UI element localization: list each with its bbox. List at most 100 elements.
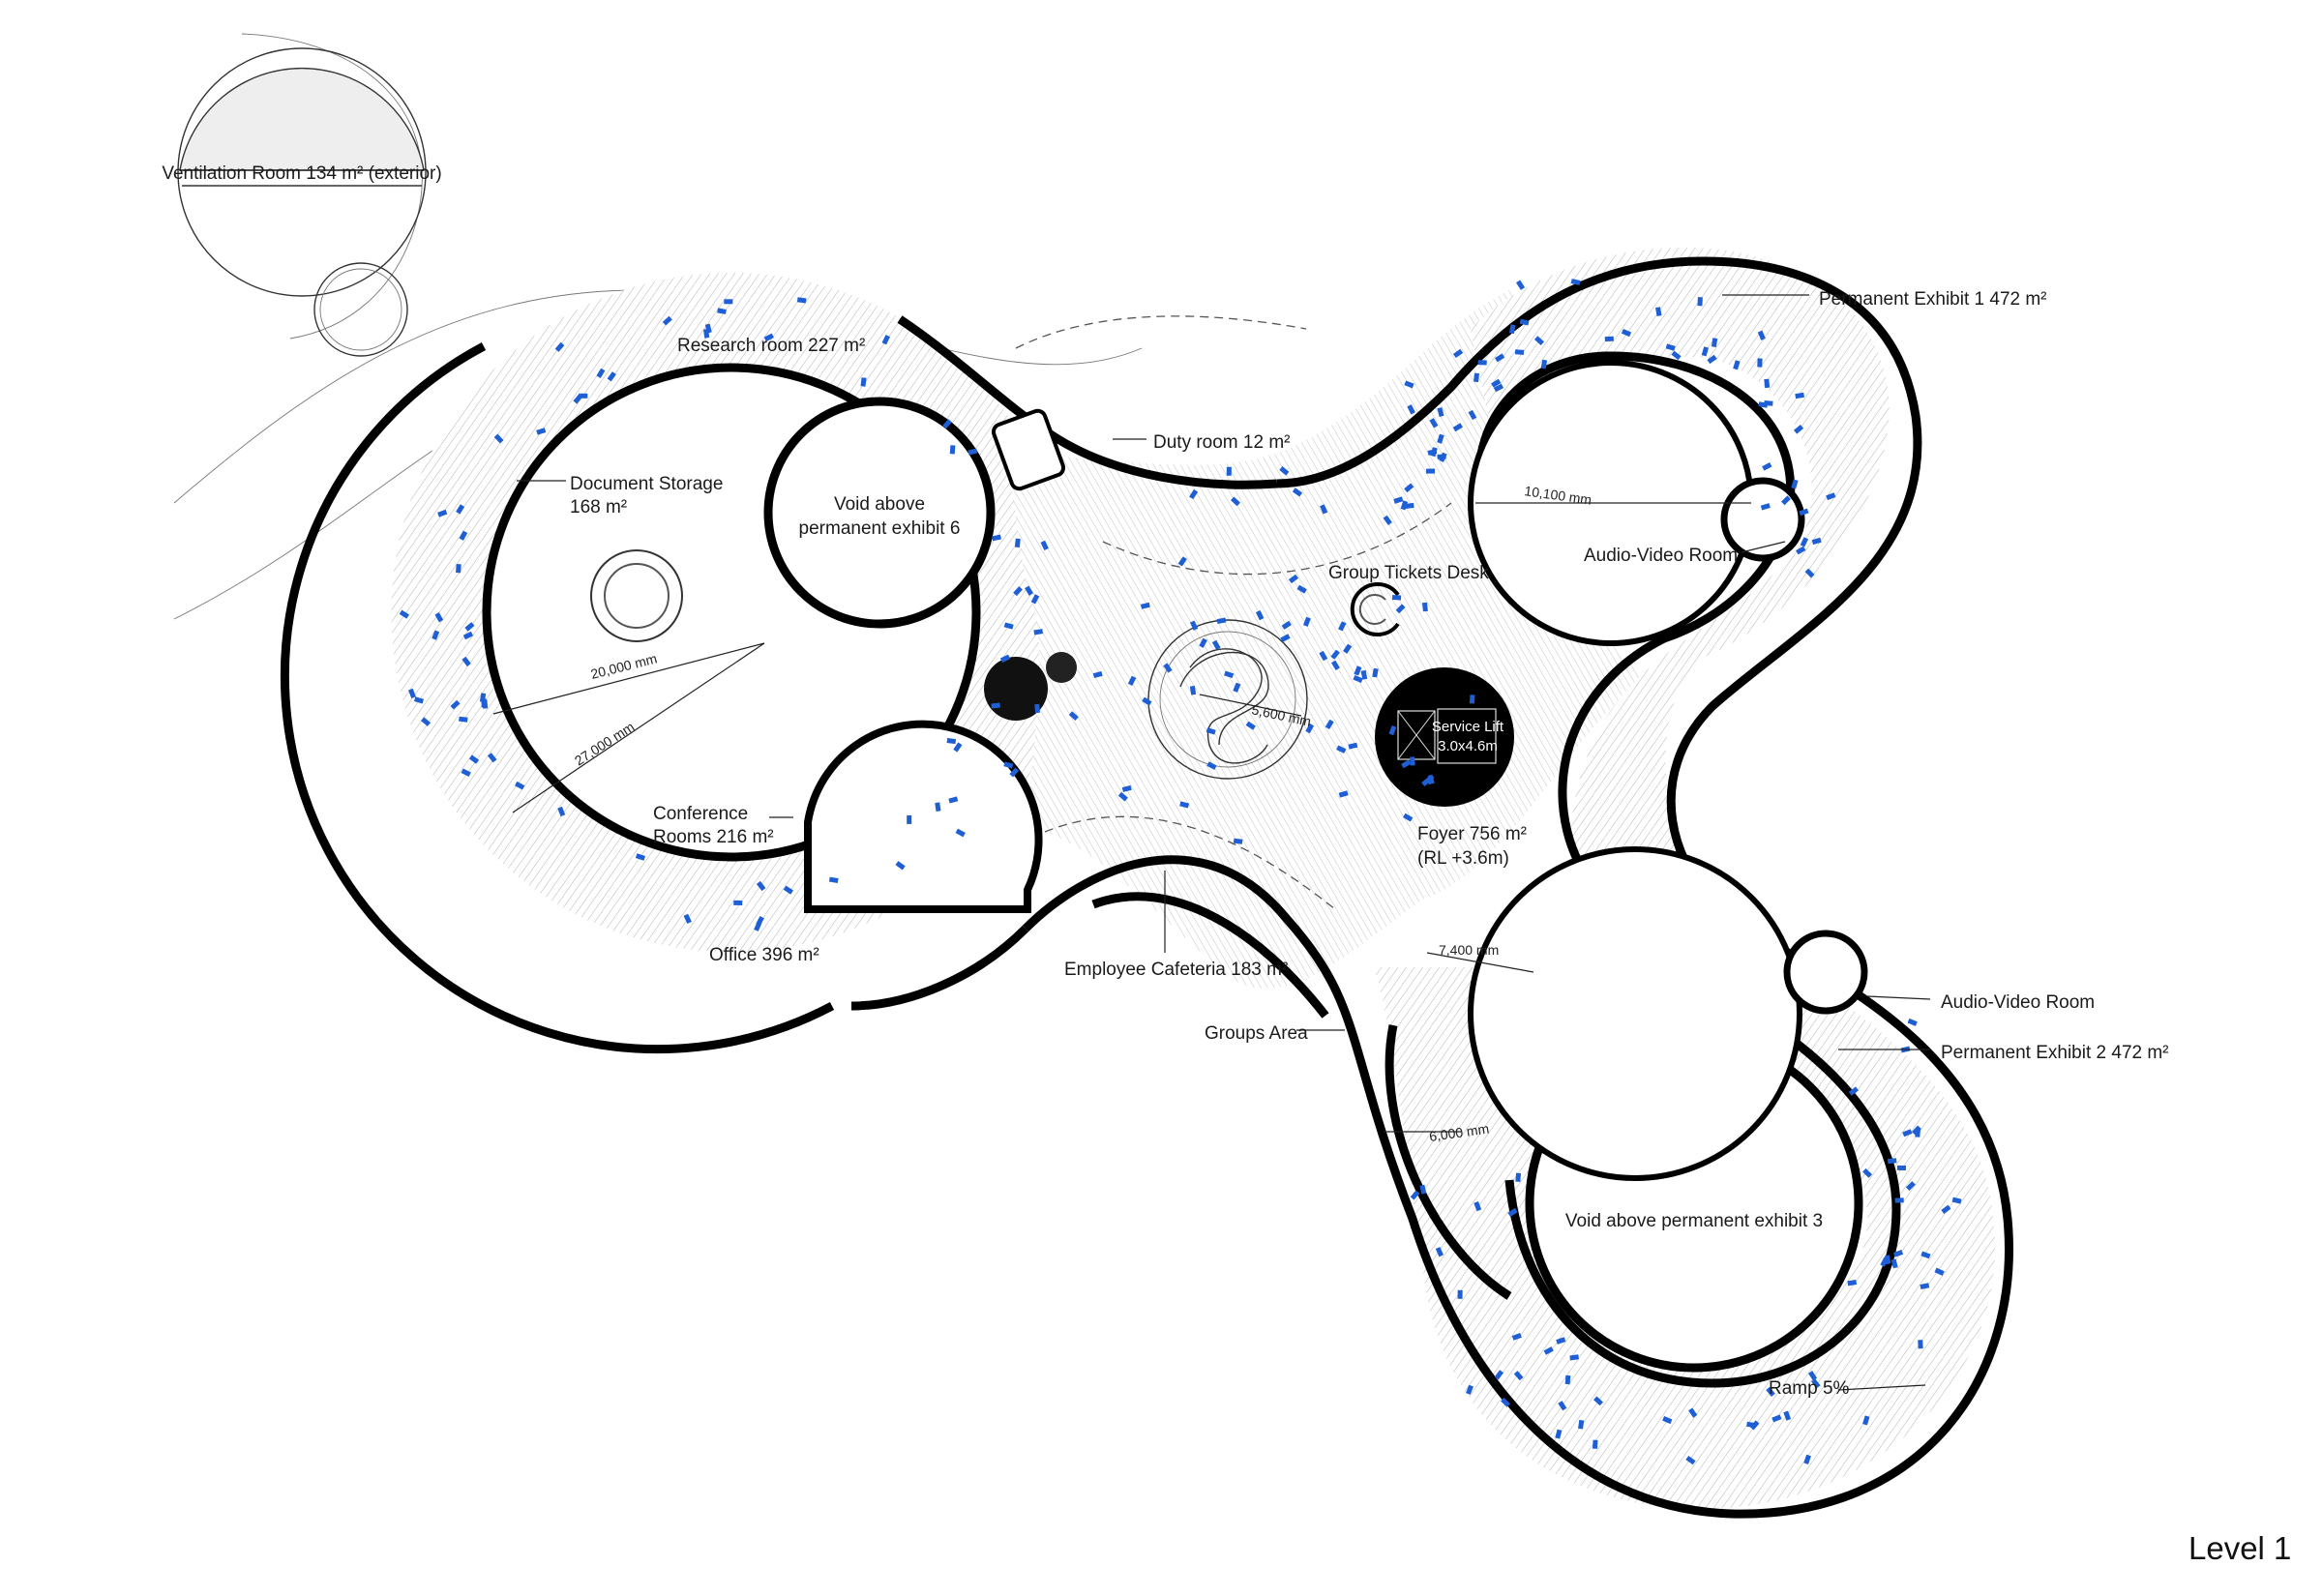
furniture-mark: [1437, 407, 1444, 418]
furniture-mark: [662, 315, 672, 326]
furniture-mark: [1296, 584, 1307, 594]
permanent-exhibit-1-label: Permanent Exhibit 1 472 m²: [1819, 289, 2047, 310]
groups-area-label: Groups Area: [1205, 1023, 1308, 1044]
furniture-mark: [1033, 629, 1044, 635]
furniture-mark: [948, 796, 959, 804]
furniture-mark: [1757, 330, 1766, 340]
furniture-mark: [1564, 1374, 1571, 1385]
ventilation-room: Ventilation Room 134 m² (exterior): [162, 47, 442, 357]
furniture-mark: [1880, 1256, 1889, 1267]
furniture-mark: [1593, 1439, 1598, 1449]
furniture-mark: [554, 341, 565, 352]
furniture-mark: [1320, 504, 1328, 515]
furniture-mark: [1388, 724, 1397, 736]
furniture-mark: [1426, 468, 1436, 474]
furniture-mark: [1410, 1190, 1420, 1200]
duty-room-label: Duty room 12 m²: [1153, 432, 1290, 453]
ramp-label: Ramp 5%: [1769, 1378, 1850, 1399]
furniture-mark: [1665, 343, 1676, 351]
furniture-mark: [1795, 392, 1804, 399]
furniture-mark: [992, 534, 1001, 542]
furniture-mark: [1507, 1207, 1518, 1217]
furniture-mark: [1469, 695, 1475, 704]
furniture-mark: [1206, 761, 1217, 770]
furniture-mark: [1491, 378, 1502, 388]
furniture-mark: [1494, 353, 1505, 363]
furniture-mark: [456, 564, 461, 574]
furniture-mark: [1896, 1165, 1906, 1170]
furniture-mark: [1558, 1401, 1567, 1411]
furniture-mark: [1474, 372, 1479, 383]
office-label: Office 396 m²: [709, 945, 819, 965]
furniture-mark: [1519, 318, 1530, 326]
furniture-mark: [1662, 1415, 1673, 1425]
furniture-mark: [1127, 675, 1137, 686]
furniture-mark: [1117, 791, 1128, 802]
furniture-mark: [1888, 1158, 1897, 1165]
furniture-mark: [1783, 1410, 1792, 1421]
furniture-mark: [462, 631, 474, 640]
furniture-mark: [450, 699, 461, 710]
furniture-mark: [1533, 336, 1544, 346]
furniture-mark: [1395, 604, 1406, 614]
furniture-mark: [1466, 1384, 1474, 1395]
furniture-mark: [1163, 663, 1173, 673]
document-storage-label: Document Storage: [570, 474, 723, 494]
furniture-mark: [1764, 378, 1771, 389]
furniture-mark: [1543, 1346, 1554, 1355]
furniture-mark: [1811, 537, 1822, 546]
furniture-mark: [860, 377, 867, 387]
furniture-mark: [1569, 1354, 1579, 1361]
furniture-mark: [1288, 574, 1299, 584]
furniture-mark: [1401, 759, 1412, 769]
furniture-mark: [1457, 1289, 1463, 1299]
furniture-mark: [1493, 383, 1504, 393]
furniture-mark: [1421, 602, 1428, 612]
furniture-mark: [1514, 349, 1525, 355]
furniture-mark: [1771, 1414, 1782, 1423]
furniture-mark: [1224, 670, 1235, 679]
furniture-mark: [1762, 462, 1772, 471]
furniture-mark: [1419, 1184, 1427, 1195]
furniture-mark: [1014, 538, 1021, 548]
furniture-mark: [1511, 1333, 1522, 1341]
furniture-mark: [1862, 1415, 1870, 1426]
furniture-mark: [399, 609, 409, 619]
furniture-mark: [1791, 479, 1799, 489]
furniture-mark: [1348, 742, 1358, 750]
furniture-mark: [459, 530, 468, 541]
furniture-mark: [1892, 1249, 1904, 1257]
furniture-mark: [1593, 1396, 1603, 1406]
furniture-mark: [1391, 595, 1402, 601]
furniture-mark: [1604, 336, 1614, 342]
furniture-mark: [1920, 1251, 1931, 1259]
furniture-mark: [1009, 767, 1020, 778]
furniture-mark: [1338, 621, 1347, 632]
furniture-mark: [468, 754, 480, 764]
group-tickets-desk-symbol: [1350, 582, 1400, 636]
furniture-mark: [1794, 425, 1804, 434]
furniture-mark: [1621, 328, 1632, 338]
service-lift: Service Lift 3.0x4.6m: [1375, 667, 1514, 807]
furniture-mark: [1468, 409, 1477, 421]
void-exhibit-6: [763, 397, 996, 629]
furniture-mark: [557, 806, 566, 817]
dimension-27000: 27,000 mm: [572, 719, 637, 769]
furniture-mark: [1245, 721, 1256, 730]
furniture-mark: [1934, 1267, 1945, 1276]
furniture-mark: [881, 335, 890, 345]
foyer-label: Foyer 756 m²: [1417, 824, 1527, 844]
furniture-mark: [942, 419, 952, 429]
furniture-mark: [1302, 616, 1311, 627]
furniture-mark: [1862, 1167, 1872, 1178]
voids: [763, 360, 1863, 1373]
furniture-mark: [1746, 1421, 1756, 1429]
furniture-mark: [487, 753, 497, 763]
furniture-mark: [1177, 556, 1187, 567]
furniture-mark: [683, 913, 692, 925]
furniture-mark: [1799, 508, 1809, 517]
furniture-mark: [946, 738, 957, 745]
furniture-mark: [1068, 711, 1079, 722]
furniture-mark: [796, 297, 807, 304]
